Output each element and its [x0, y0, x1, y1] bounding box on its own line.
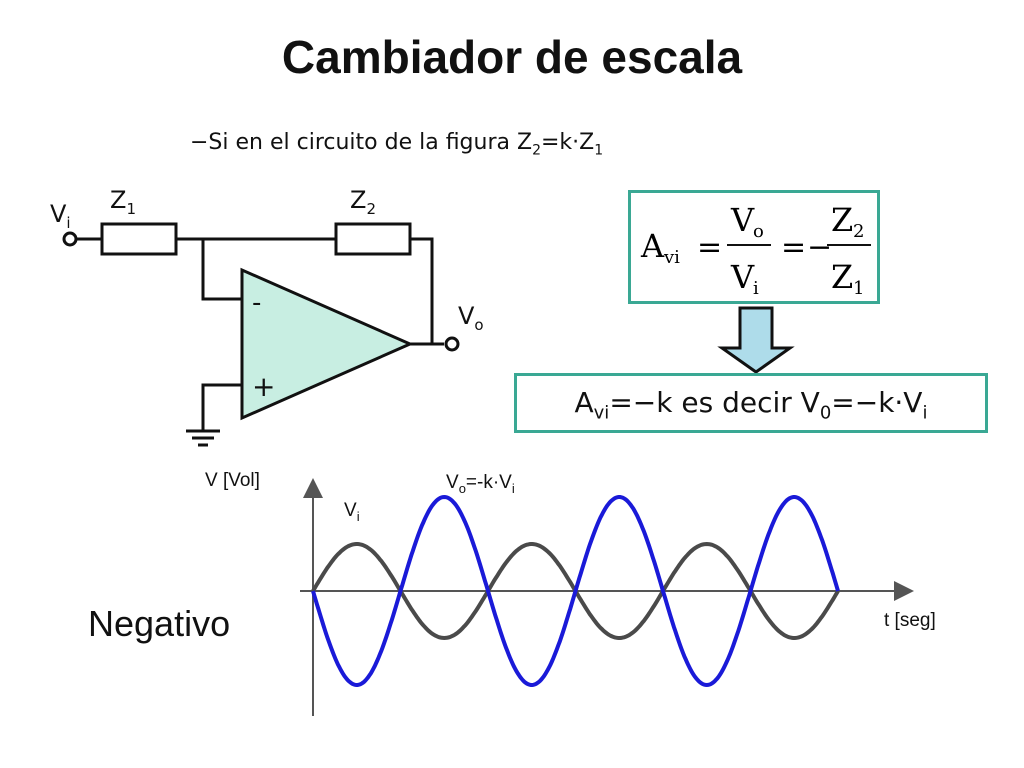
z2-label-sub: 2 [366, 199, 376, 218]
result-v-sub: 0 [819, 402, 832, 424]
result-a-sub: vi [593, 402, 610, 424]
intro-prefix: −Si en el circuito de la figura Z [190, 130, 533, 155]
vi-label-sub: i [66, 213, 71, 232]
z2-resistor [334, 222, 412, 256]
vi-wave-label: Vi [344, 500, 360, 524]
page-title: Cambiador de escala [281, 31, 743, 83]
vo-label-base: V [458, 302, 475, 330]
intro-text: −Si en el circuito de la figura Z2=k·Z1 [190, 130, 603, 158]
opamp-plus: + [252, 370, 276, 403]
z1-label-sub: 1 [126, 199, 136, 218]
formula-num1-sub: o [753, 221, 764, 242]
vo-terminal [444, 336, 460, 352]
formula-eq-2: = [781, 230, 806, 265]
result-end: =−k·V [831, 386, 923, 419]
formula-a: A [640, 227, 665, 265]
z1-resistor [100, 222, 178, 256]
formula-box: A vi = V o V i = − Z 2 Z 1 [628, 190, 880, 304]
formula-svg: A vi = V o V i = − Z 2 Z 1 [640, 201, 871, 299]
vi-label: Vi [50, 200, 71, 232]
z1-label: Z1 [110, 186, 136, 218]
z2-label-base: Z [350, 186, 367, 214]
formula-a-sub: vi [663, 247, 680, 268]
z1-label-base: Z [110, 186, 127, 214]
formula-den2: Z [831, 258, 853, 296]
intro-sub-1: 2 [532, 142, 541, 159]
vi-label-base: V [50, 200, 67, 228]
vo-label: Vo [458, 302, 484, 334]
formula-den1: V [730, 258, 755, 296]
vo-wave-label-base: V [446, 472, 459, 493]
intro-sub-2: 1 [594, 142, 604, 159]
vo-wave-label: Vo=-k·Vi [446, 472, 515, 496]
vo-label-sub: o [474, 315, 484, 334]
wire-inverting-input [201, 239, 242, 301]
z2-label: Z2 [350, 186, 376, 218]
formula-den1-sub: i [753, 278, 759, 299]
formula-eq-1: = [697, 230, 722, 265]
y-axis-label: V [Vol] [205, 470, 260, 491]
vi-wave-label-sub: i [356, 508, 360, 524]
result-end-sub: i [922, 402, 928, 424]
result-mid: =−k es decir V [609, 386, 820, 419]
intro-mid: =k·Z [540, 130, 595, 155]
vo-wave-label-rest: =-k·V [465, 472, 512, 493]
formula-num2: Z [831, 201, 853, 239]
negativo-label: Negativo [88, 603, 231, 644]
formula-den2-sub: 1 [853, 278, 864, 299]
vi-wave-label-base: V [344, 500, 357, 521]
formula-num2-sub: 2 [853, 221, 864, 242]
result-a: A [574, 386, 594, 419]
opamp-minus: - [252, 288, 262, 318]
formula-neg: − [807, 230, 832, 265]
x-axis-label: t [seg] [884, 610, 936, 631]
down-arrow-icon [717, 306, 795, 374]
wire-ground [201, 383, 242, 431]
opamp-triangle [240, 267, 414, 421]
vo-wave-label-sub: o [458, 480, 466, 496]
formula-num1: V [730, 201, 755, 239]
result-box: Avi=−k es decir V0=−k·Vi [514, 373, 988, 433]
vo-wave-line [311, 494, 840, 688]
vo-wave-label-rest-sub: i [511, 480, 515, 496]
